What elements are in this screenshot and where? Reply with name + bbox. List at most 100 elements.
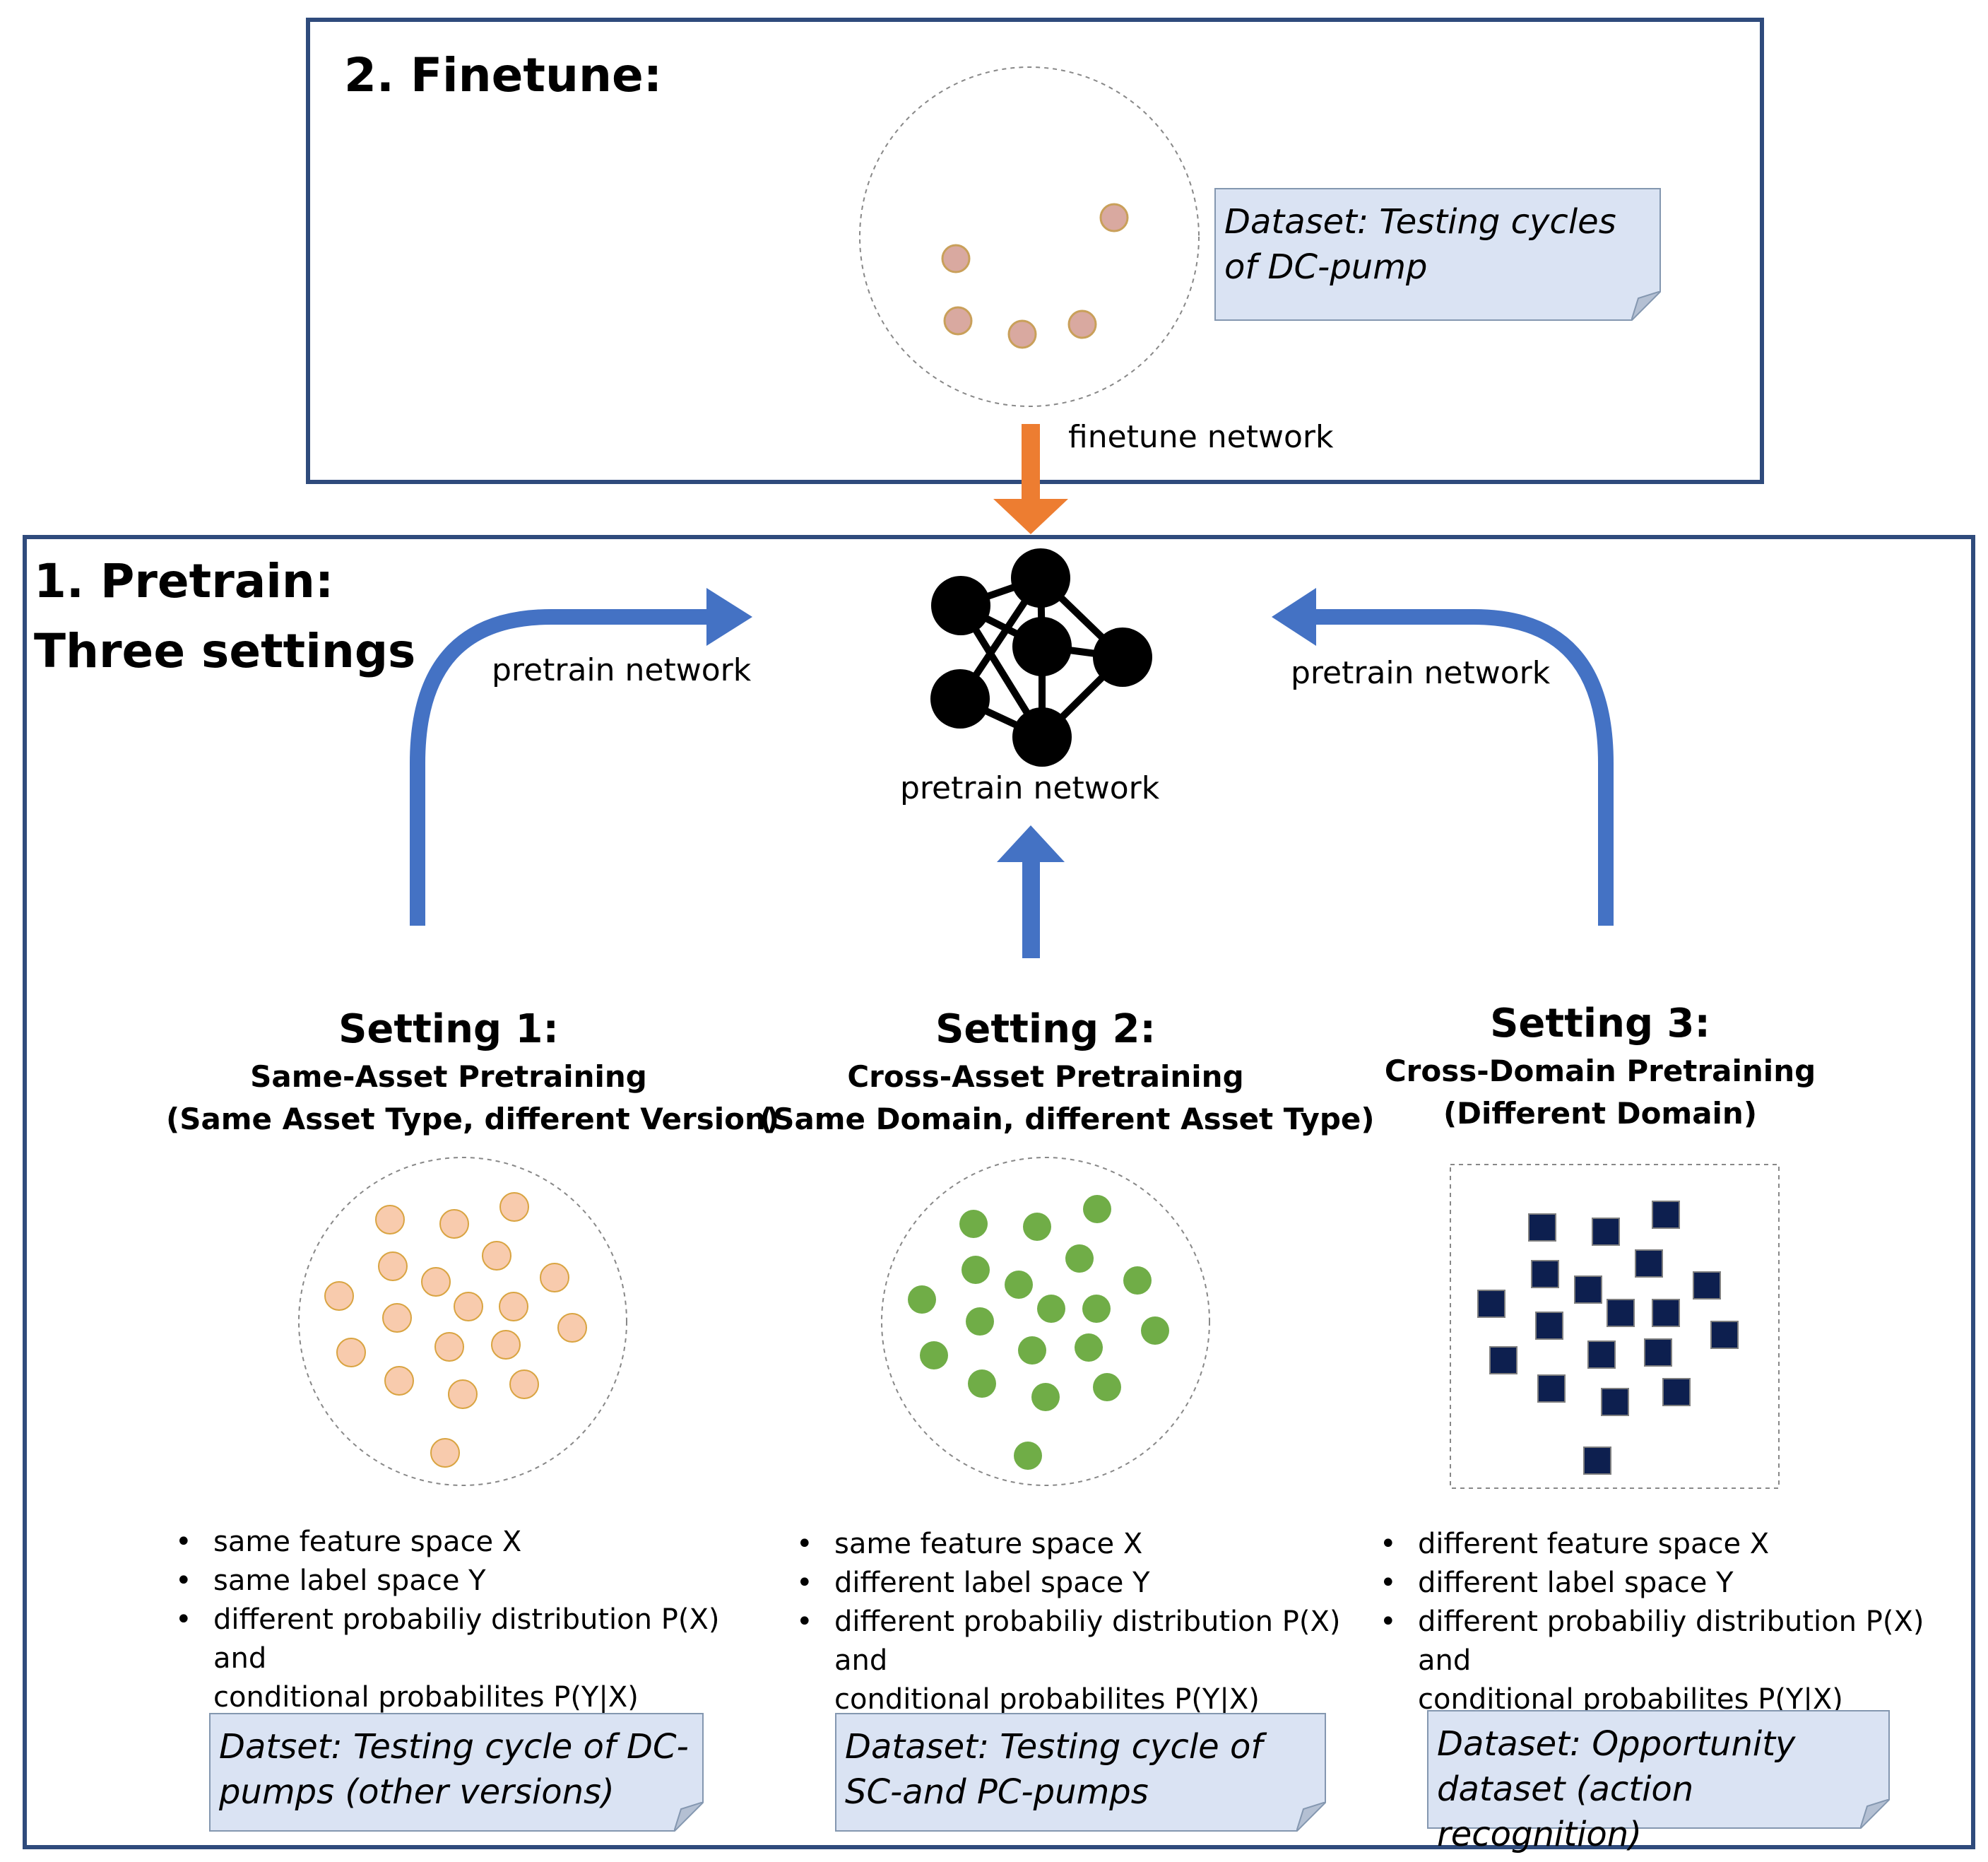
left-arrow-head [706, 588, 752, 646]
setting1-title: Setting 1: [338, 1006, 559, 1052]
setting2-dataset-text: Dataset: Testing cycle of SC-and PC-pump… [845, 1727, 1263, 1812]
note-fold-icon [1860, 1799, 1890, 1829]
setting3-square [1601, 1388, 1629, 1416]
setting2-dot [968, 1369, 996, 1398]
setting2-dot [920, 1341, 948, 1369]
bullet-item-continuation: conditional probabilites P(Y|X) [213, 1681, 639, 1714]
setting2-dot [1014, 1442, 1042, 1470]
bullet-item: different label space Y [1380, 1564, 1973, 1603]
setting1-subtitle1: Same-Asset Pretraining [250, 1059, 647, 1094]
setting3-square [1535, 1312, 1563, 1340]
setting2-dot [1037, 1295, 1065, 1323]
setting1-dot [482, 1241, 511, 1271]
finetune-dot [1099, 203, 1129, 232]
left-arrow-label: pretrain network [492, 652, 752, 688]
right-pretrain-arrow [1316, 609, 1614, 926]
finetune-arrow [993, 424, 1068, 534]
setting3-square [1644, 1338, 1672, 1367]
pretrain-title-line1: 1. Pretrain: [34, 554, 334, 608]
bullet-item: same feature space X [175, 1523, 776, 1562]
setting1-dot [382, 1303, 412, 1333]
setting1-dot [324, 1281, 354, 1311]
setting1-cluster-outline [298, 1157, 627, 1486]
setting3-square [1635, 1249, 1663, 1278]
setting1-dot [378, 1251, 408, 1281]
note-fold-icon [1296, 1802, 1326, 1832]
finetune-dot [943, 306, 973, 336]
setting3-bullets: different feature space X different labe… [1380, 1525, 1973, 1719]
pretrain-title-line2: Three settings [34, 624, 416, 678]
setting1-dataset-note: Datset: Testing cycle of DC-pumps (other… [209, 1713, 704, 1832]
setting3-square [1652, 1201, 1680, 1229]
setting2-dots [908, 1195, 1169, 1470]
setting3-square [1489, 1346, 1517, 1374]
setting3-squares [1477, 1201, 1739, 1475]
setting2-dot [1141, 1316, 1169, 1345]
network-icon [930, 548, 1152, 767]
setting1-dot [448, 1379, 478, 1409]
setting3-square [1662, 1378, 1691, 1406]
setting1-dot [430, 1438, 460, 1468]
right-arrow-label: pretrain network [1291, 655, 1551, 691]
setting3-dataset-note: Dataset: Opportunity dataset (action rec… [1427, 1710, 1890, 1854]
setting3-square [1528, 1213, 1556, 1242]
finetune-dots [941, 203, 1129, 349]
setting2-dot [1093, 1373, 1121, 1401]
center-pretrain-arrow [997, 825, 1065, 958]
setting2-dot [1065, 1244, 1094, 1273]
setting2-dot [962, 1256, 990, 1284]
setting2-cluster-outline [881, 1157, 1210, 1486]
setting3-title: Setting 3: [1490, 1001, 1710, 1047]
setting3-square [1652, 1299, 1680, 1327]
setting3-square [1531, 1260, 1559, 1288]
bullet-item: different probabiliy distribution P(X) a… [1380, 1603, 1973, 1680]
bullet-item: different probabiliy distribution P(X) a… [796, 1603, 1397, 1680]
finetune-arrow-label: finetune network [1068, 419, 1334, 455]
setting1-dot [384, 1366, 414, 1396]
setting1-bullets: same feature space X same label space Y … [175, 1523, 776, 1717]
network-label: pretrain network [900, 770, 1160, 806]
setting2-dot [1031, 1383, 1060, 1411]
bullet-item: same feature space X [796, 1525, 1397, 1564]
finetune-cluster-outline [859, 66, 1200, 407]
setting3-square [1710, 1321, 1739, 1349]
setting3-square [1583, 1446, 1611, 1475]
setting1-title-block: Setting 1: Same-Asset Pretraining (Same … [166, 1003, 780, 1141]
setting3-title-block: Setting 3: Cross-Domain Pretraining (Dif… [1328, 998, 1872, 1135]
setting2-dot [1082, 1295, 1111, 1323]
setting2-title-block: Setting 2: Cross-Asset Pretraining (Same… [759, 1003, 1375, 1141]
setting3-square [1537, 1374, 1566, 1403]
setting2-dot [1083, 1195, 1111, 1223]
setting1-subtitle2: (Same Asset Type, different Version) [166, 1102, 780, 1136]
setting2-dot [1018, 1336, 1046, 1365]
setting1-dot [499, 1192, 529, 1222]
setting2-dot [1123, 1266, 1152, 1295]
finetune-dataset-note: Dataset: Testing cycles of DC-pump [1214, 188, 1661, 321]
finetune-dot [1007, 319, 1037, 349]
setting1-dot [557, 1313, 587, 1343]
setting3-square [1477, 1290, 1505, 1318]
setting3-square [1607, 1299, 1635, 1327]
setting1-dot [439, 1209, 469, 1239]
setting2-subtitle1: Cross-Asset Pretraining [847, 1059, 1244, 1094]
setting2-dot [1075, 1333, 1103, 1362]
note-fold-icon [1631, 291, 1661, 321]
bullet-item: same label space Y [175, 1562, 776, 1601]
setting1-dot [421, 1267, 451, 1297]
setting3-dataset-text: Dataset: Opportunity dataset (action rec… [1437, 1724, 1796, 1854]
setting2-dot [1023, 1213, 1051, 1241]
setting1-dot [540, 1263, 569, 1292]
setting1-dot [336, 1338, 366, 1367]
setting1-dots [324, 1192, 587, 1468]
finetune-dot [1067, 310, 1097, 339]
finetune-title: 2. Finetune: [344, 48, 663, 102]
setting3-square [1574, 1275, 1602, 1304]
setting2-dot [1005, 1271, 1033, 1299]
setting2-dataset-note: Dataset: Testing cycle of SC-and PC-pump… [835, 1713, 1326, 1832]
setting1-dot [434, 1332, 464, 1362]
setting2-dot [959, 1210, 988, 1238]
pretrain-box [23, 535, 1975, 1849]
setting2-bullets: same feature space X different label spa… [796, 1525, 1397, 1719]
finetune-dataset-text: Dataset: Testing cycles of DC-pump [1224, 202, 1616, 287]
